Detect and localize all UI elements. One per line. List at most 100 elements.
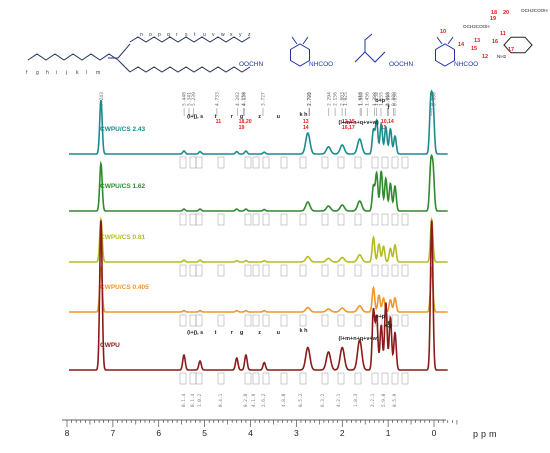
atom-label: u — [203, 32, 206, 38]
assignment-annotation: 11 — [381, 125, 387, 131]
peak-label: u — [277, 330, 280, 336]
integral-bracket — [244, 156, 252, 169]
shift-label: 1.258 — [374, 92, 380, 106]
chitosan-substituent-label: OCH2COOH — [521, 8, 548, 13]
atom-label: h — [46, 70, 49, 76]
atom-label: y — [239, 32, 242, 38]
integral-bracket — [217, 314, 225, 327]
ester-arm-lower — [129, 66, 251, 73]
shift-label: 2.294 — [326, 92, 332, 106]
shift-label: 0.880 — [391, 92, 397, 106]
spectrum-trace — [69, 89, 448, 155]
structure-number: 14 — [458, 42, 465, 48]
series-label: CWPU/CS 0.405 — [100, 284, 149, 291]
integral-bracket — [252, 156, 260, 169]
integral-value: 2.2.1 — [370, 393, 376, 407]
ring-methyl — [436, 36, 454, 45]
glycerol-core — [108, 43, 131, 73]
integral-bracket — [401, 213, 409, 226]
integral-value: 0.4.1 — [218, 393, 224, 407]
integral-bracket — [262, 264, 270, 277]
integral-bracket — [179, 156, 187, 169]
integral-value: 4.8.0 — [281, 393, 287, 407]
integral-bracket — [252, 264, 260, 277]
shift-label: 1.456 — [365, 92, 371, 106]
atom-label: z — [248, 32, 251, 38]
integral-bracket — [401, 156, 409, 169]
atom-label: q — [167, 32, 170, 38]
integral-bracket — [371, 213, 379, 226]
integral-bracket — [280, 156, 288, 169]
shift-label: 1.610 — [358, 92, 364, 106]
assignment-annotation: 12,15, — [342, 119, 357, 125]
integral-row — [179, 213, 409, 226]
peak-label: (l+m+n+q+v+w) — [339, 336, 379, 342]
shift-label: 1.298 — [372, 92, 378, 106]
integral-bracket — [179, 372, 187, 385]
assignment-annotation: 16,17 — [342, 125, 355, 131]
integral-row — [179, 156, 409, 169]
integral-bracket — [371, 264, 379, 277]
integral-row — [179, 372, 409, 385]
integral-value: 6.3.2 — [320, 393, 326, 407]
integral-bracket — [391, 314, 399, 327]
peak-label: r — [231, 330, 234, 336]
integral-bracket — [299, 156, 307, 169]
integral-bracket — [354, 314, 362, 327]
integral-bracket — [262, 314, 270, 327]
structure-number: 12 — [482, 54, 488, 60]
alkyl-chain-left — [27, 53, 119, 61]
peak-label: f — [388, 321, 390, 327]
structure-number: 18 — [491, 10, 497, 16]
x-tick-label: 1 — [386, 428, 391, 438]
spectrum-trace — [69, 220, 448, 371]
x-tick-label: 3 — [294, 428, 299, 438]
shift-label: 4.150 — [241, 92, 247, 106]
series-label: CWPU — [100, 342, 120, 349]
chitosan-substituent-label: OCH2COOH — [463, 24, 490, 29]
integral-bracket — [217, 372, 225, 385]
integral-bracket — [299, 372, 307, 385]
integral-bracket — [391, 156, 399, 169]
integral-bracket — [195, 372, 203, 385]
integral-bracket — [354, 213, 362, 226]
structure-number: 15 — [471, 46, 477, 52]
series-label: CWPU/CS 0.81 — [100, 234, 146, 241]
x-tick-label: 8 — [65, 428, 70, 438]
integral-bracket — [381, 156, 389, 169]
integral-bracket — [391, 372, 399, 385]
shift-label: 4.138 — [242, 92, 248, 106]
integral-value: 0.1.4 — [181, 393, 187, 407]
integral-value: 0.1.4 — [190, 393, 196, 407]
shift-label: 7.243 — [99, 92, 105, 106]
integral-bracket — [381, 372, 389, 385]
atom-label: m — [96, 70, 100, 76]
ester-arm-upper — [129, 36, 251, 43]
isophorone-ring — [290, 43, 310, 67]
atom-label: j — [65, 70, 67, 76]
integral-bracket — [321, 372, 329, 385]
structure-number: 17 — [508, 47, 514, 53]
integral-bracket — [321, 314, 329, 327]
shift-label: 3.727 — [261, 92, 267, 106]
integral-bracket — [244, 213, 252, 226]
peak-label: g — [240, 330, 243, 336]
atom-label: v — [212, 32, 215, 38]
integral-bracket — [252, 213, 260, 226]
assignment-annotation: 13 — [303, 119, 309, 125]
x-tick-label: 7 — [111, 428, 116, 438]
integral-value: 0.5.9 — [392, 393, 398, 407]
peak-label: o+p — [375, 314, 386, 320]
integral-bracket — [280, 314, 288, 327]
integral-bracket — [280, 213, 288, 226]
atom-label: f — [26, 70, 28, 76]
integral-row — [179, 314, 409, 327]
integral-value: 0.5.2 — [298, 393, 304, 407]
x-tick-label: 2 — [340, 428, 345, 438]
integral-value: 2.6.2 — [261, 393, 267, 407]
integral-bracket — [195, 314, 203, 327]
structure-number: 10 — [440, 29, 446, 35]
